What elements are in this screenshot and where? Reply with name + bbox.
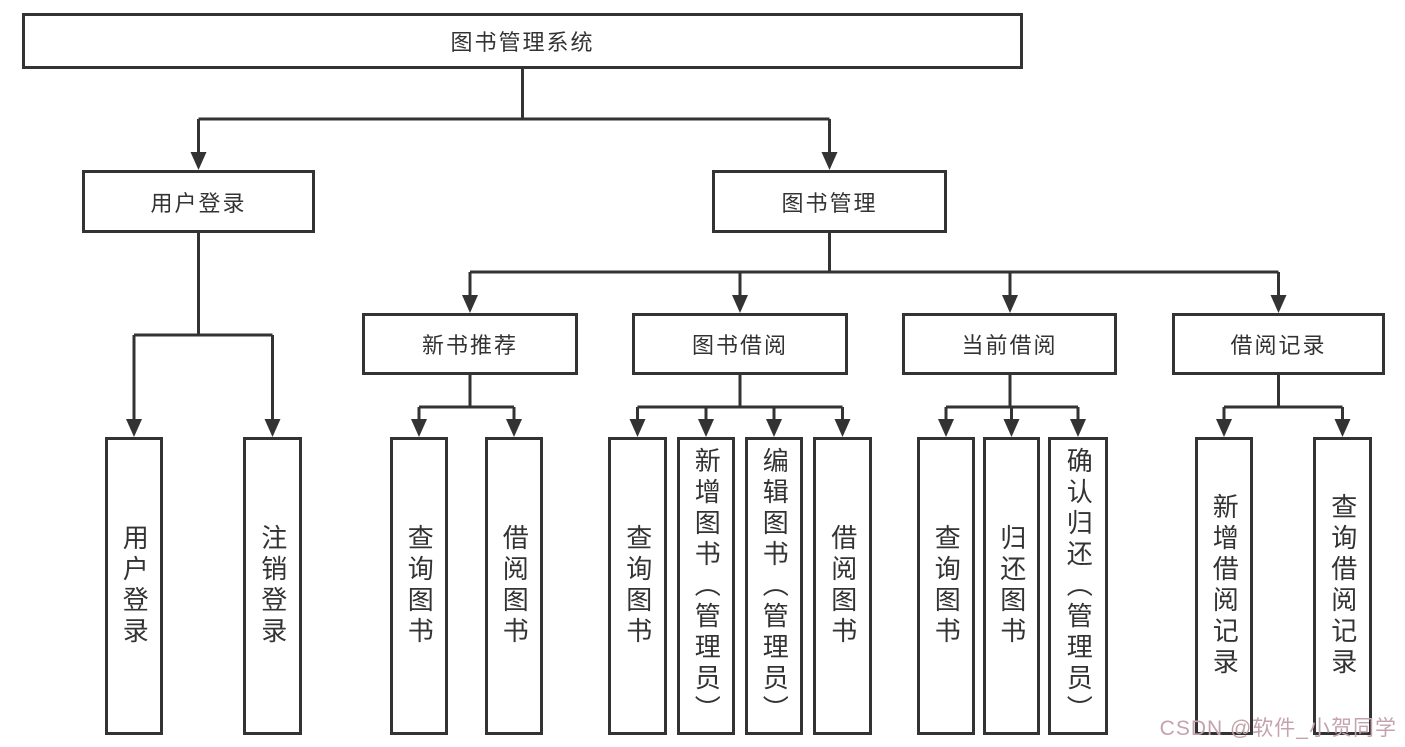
node-library-system: 图书管理系统: [22, 13, 1023, 69]
leaf-user-login: 用户登录: [105, 437, 163, 735]
leaf-logout: 注销登录: [243, 437, 302, 735]
node-book-borrowing: 图书借阅: [632, 313, 848, 375]
connector-borrowing-records-children: [1216, 375, 1351, 437]
leaf-borrow-books-borrowing-label: 借阅图书: [827, 524, 858, 648]
leaf-borrow-books-recommend: 借阅图书: [485, 437, 543, 735]
watermark: CSDN @软件_小贺同学: [1159, 717, 1397, 740]
connector-user-login-children: [126, 233, 281, 437]
leaf-query-books-current: 查询图书: [917, 437, 975, 735]
leaf-query-books-borrowing: 查询图书: [608, 437, 667, 735]
leaf-query-books-borrowing-label: 查询图书: [622, 524, 653, 648]
node-book-management-label: 图书管理: [781, 190, 878, 216]
leaf-edit-books-admin-label: 编辑图书（管理员）: [759, 446, 790, 726]
node-borrowing-records-label: 借阅记录: [1230, 333, 1327, 358]
leaf-query-books-recommend: 查询图书: [390, 437, 448, 735]
node-book-borrowing-label: 图书借阅: [691, 333, 788, 358]
leaf-logout-label: 注销登录: [257, 524, 288, 648]
connector-book-management-children: [462, 233, 1287, 313]
leaf-add-books-admin-label: 新增图书（管理员）: [691, 446, 722, 726]
leaf-query-books-recommend-label: 查询图书: [404, 524, 435, 648]
leaf-query-borrow-record-label: 查询借阅记录: [1327, 493, 1358, 679]
node-library-system-label: 图书管理系统: [450, 30, 595, 55]
node-user-login-label: 用户登录: [150, 190, 247, 216]
node-new-book-recommendation: 新书推荐: [362, 313, 578, 375]
leaf-add-borrow-record-label: 新增借阅记录: [1209, 493, 1240, 679]
connector-current-borrowing-children: [938, 375, 1086, 437]
leaf-query-borrow-record: 查询借阅记录: [1313, 437, 1372, 735]
leaf-return-books-label: 归还图书: [996, 524, 1027, 648]
leaf-user-login-label: 用户登录: [119, 524, 150, 648]
leaf-confirm-return-admin: 确认归还（管理员）: [1048, 437, 1108, 735]
leaf-add-books-admin: 新增图书（管理员）: [677, 437, 735, 735]
leaf-confirm-return-admin-label: 确认归还（管理员）: [1063, 446, 1094, 726]
leaf-borrow-books-recommend-label: 借阅图书: [499, 524, 530, 648]
leaf-add-borrow-record: 新增借阅记录: [1195, 437, 1253, 735]
connector-book-borrowing-children: [629, 375, 851, 437]
node-current-borrowing: 当前借阅: [902, 313, 1117, 375]
leaf-borrow-books-borrowing: 借阅图书: [813, 437, 872, 735]
leaf-edit-books-admin: 编辑图书（管理员）: [745, 437, 803, 735]
node-new-book-recommendation-label: 新书推荐: [421, 333, 518, 358]
leaf-query-books-current-label: 查询图书: [931, 524, 962, 648]
node-book-management: 图书管理: [712, 170, 947, 233]
connector-root-to-level1: [190, 69, 838, 170]
connector-new-book-children: [411, 375, 522, 437]
node-user-login: 用户登录: [82, 170, 315, 233]
node-current-borrowing-label: 当前借阅: [961, 333, 1058, 358]
node-borrowing-records: 借阅记录: [1172, 313, 1385, 375]
leaf-return-books: 归还图书: [983, 437, 1040, 735]
